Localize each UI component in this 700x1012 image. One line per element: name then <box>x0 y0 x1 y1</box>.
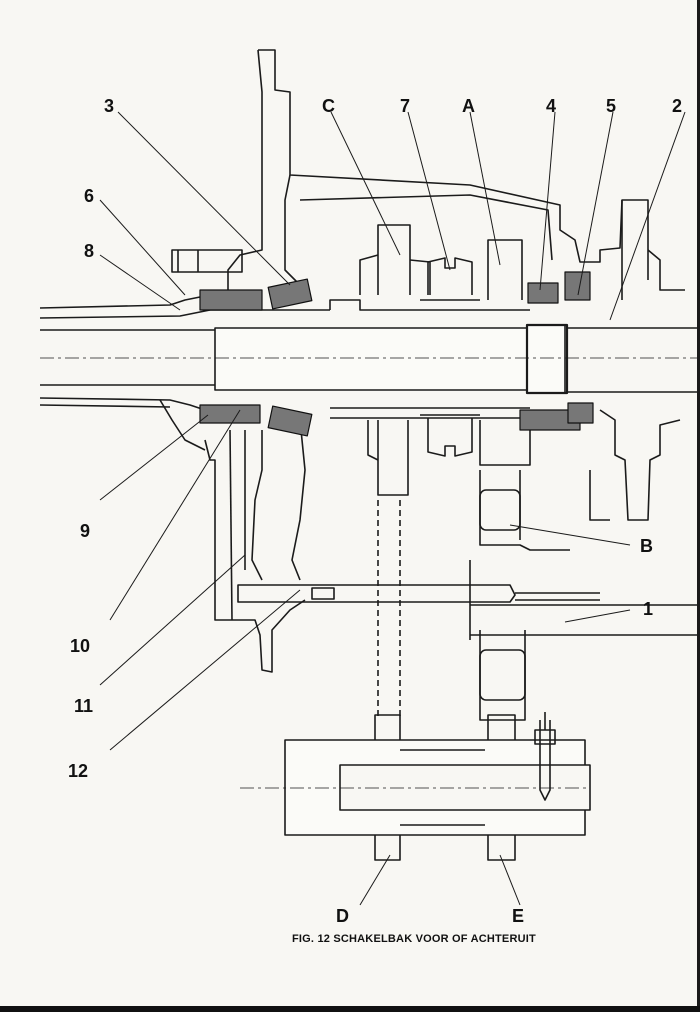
label-11: 11 <box>74 696 93 716</box>
label-2: 2 <box>672 96 682 116</box>
label-8: 8 <box>84 241 94 261</box>
page-edge-bottom <box>0 1006 700 1012</box>
sliding-sleeve-7 <box>420 257 480 457</box>
label-9: 9 <box>80 521 90 541</box>
bolt <box>171 249 243 273</box>
gear-B <box>479 470 570 721</box>
part-labels: 3 C 7 A 4 5 2 6 8 9 10 11 12 B 1 D E <box>68 96 682 926</box>
label-B: B <box>640 536 653 556</box>
shift-rod-12 <box>237 584 600 603</box>
label-12: 12 <box>68 761 88 781</box>
countershaft-teeth <box>377 500 401 720</box>
label-D: D <box>336 906 349 926</box>
label-1: 1 <box>643 599 653 619</box>
main-shaft <box>40 323 700 395</box>
label-6: 6 <box>84 186 94 206</box>
label-7: 7 <box>400 96 410 116</box>
housing-upper <box>227 49 685 300</box>
label-C: C <box>322 96 335 116</box>
leader-lines <box>99 111 686 906</box>
label-3: 3 <box>104 96 114 116</box>
label-4: 4 <box>546 96 556 116</box>
shaft-tube-left <box>39 294 530 419</box>
label-10: 10 <box>70 636 90 656</box>
bearings <box>199 271 594 437</box>
label-A: A <box>462 96 475 116</box>
output-shaft-1 <box>469 560 700 640</box>
reverse-idler-assembly <box>240 712 591 861</box>
label-E: E <box>512 906 524 926</box>
label-5: 5 <box>606 96 616 116</box>
page-edge-right <box>697 0 700 1012</box>
figure-caption: FIG. 12 SCHAKELBAK VOOR OF ACHTERUIT <box>292 933 536 945</box>
gear-A <box>479 239 531 466</box>
housing-lower <box>159 399 681 673</box>
